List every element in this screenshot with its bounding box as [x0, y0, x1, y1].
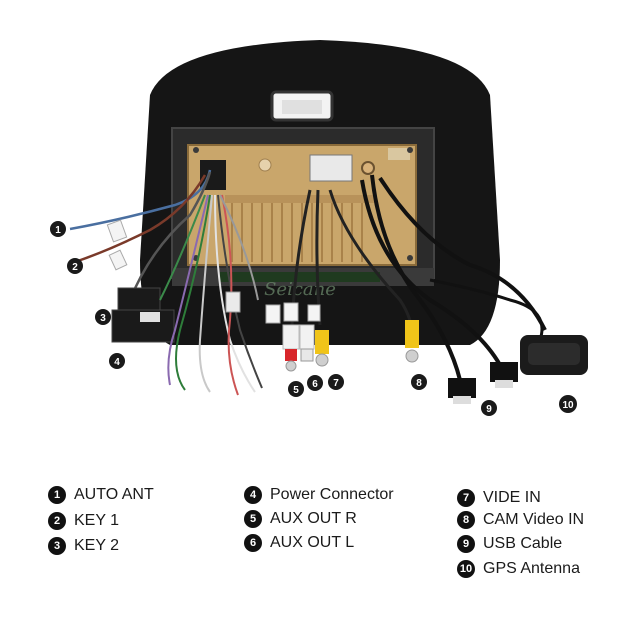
rca-white-plug: [300, 325, 314, 361]
can-socket: [310, 155, 352, 181]
rca-yellow-plug-cam: [405, 320, 419, 362]
svg-text:6: 6: [312, 379, 318, 390]
svg-text:7: 7: [333, 378, 339, 389]
callout-3: 3: [95, 309, 111, 325]
rca-yellow-plug-video: [315, 330, 329, 366]
svg-text:8: 8: [416, 378, 422, 389]
callout-9: 9: [481, 400, 497, 416]
svg-text:4: 4: [114, 357, 120, 368]
svg-text:2: 2: [72, 262, 78, 273]
svg-text:9: 9: [486, 404, 492, 415]
svg-text:1: 1: [55, 225, 61, 236]
watermark-text: Seicane: [264, 279, 336, 300]
callout-6: 6: [307, 375, 323, 391]
callout-2: 2: [67, 258, 83, 274]
callout-8: 8: [411, 374, 427, 390]
svg-text:10: 10: [562, 400, 574, 411]
callout-4: 4: [109, 353, 125, 369]
svg-text:3: 3: [100, 313, 106, 324]
callout-10: 10: [559, 395, 577, 413]
callout-7: 7: [328, 374, 344, 390]
antenna-jack: [362, 162, 374, 174]
rca-red-plug: [283, 325, 299, 371]
callout-5: 5: [288, 381, 304, 397]
svg-text:5: 5: [293, 385, 299, 396]
callout-1: 1: [50, 221, 66, 237]
